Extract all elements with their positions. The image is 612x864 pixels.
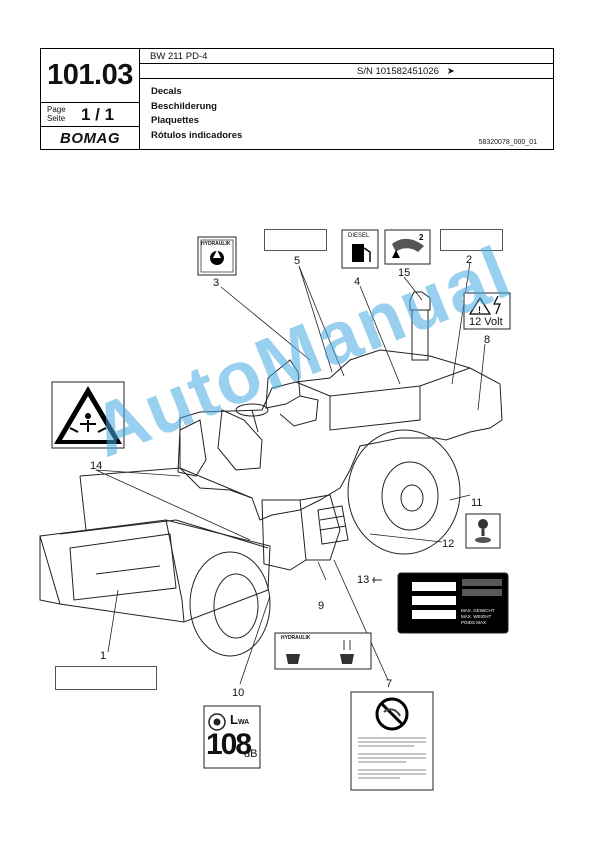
rivet-icon <box>372 577 382 583</box>
diesel-decal-label: DIESEL <box>348 233 370 239</box>
sound-power-level-decal <box>203 705 261 769</box>
page-label-en: Page <box>47 105 66 114</box>
header-block: 101.03 Page Seite 1 / 1 BOMAG BW 211 PD-… <box>40 48 554 150</box>
callout-9: 9 <box>318 600 325 612</box>
title-fr: Plaquettes <box>151 115 200 126</box>
pinch-hazard-decal: 2 <box>384 229 431 265</box>
diesel-fuel-decal <box>341 229 379 269</box>
callout-5: 5 <box>294 255 301 267</box>
callout-13: 13 <box>357 574 370 586</box>
callout-14: 14 <box>90 460 103 472</box>
page-value: 1 / 1 <box>81 105 115 124</box>
lifting-point-decal <box>465 513 501 549</box>
section-number: 101.03 <box>41 49 140 103</box>
callout-1: 1 <box>100 650 107 662</box>
title-es: Rótulos indicadores <box>151 129 243 141</box>
svg-text:!: ! <box>478 305 481 315</box>
svg-text:2: 2 <box>419 233 424 242</box>
steering-wheel <box>235 403 269 417</box>
hydraulic-filling-level-decal <box>274 632 372 670</box>
callout-4: 4 <box>354 276 361 288</box>
blank-decal-box-2 <box>440 229 503 251</box>
sound-decal-l: LWA <box>230 712 250 727</box>
page-label: Page Seite <box>47 105 66 123</box>
volt-decal-label: 12 Volt <box>469 316 503 328</box>
hood-line <box>295 367 471 397</box>
serial-text: S/N 101582451026 <box>357 66 439 77</box>
plate-weight-labels: MAX. GEWICHT MAX. WEIGHT POIDS MAX. <box>461 608 495 625</box>
page-indicator: Page Seite 1 / 1 <box>41 103 140 127</box>
battery-warning-decal: ! <box>463 292 511 330</box>
callout-8: 8 <box>484 334 491 346</box>
page-label-de: Seite <box>47 114 66 123</box>
front-drum <box>189 551 271 657</box>
hydraulic-decal-label: HYDRAULIK <box>201 241 231 247</box>
rear-tire <box>347 429 461 555</box>
hydraulic-level-label: HYDRAULIK <box>281 635 311 641</box>
callout-2: 2 <box>466 254 473 266</box>
front-drum-frame <box>39 519 271 623</box>
danger-zone-warning-decal <box>51 381 125 449</box>
callout-12: 12 <box>442 538 455 550</box>
blank-decal-box-3 <box>55 666 157 690</box>
callout-7: 7 <box>386 678 393 690</box>
callout-11: 11 <box>471 497 483 509</box>
model-name: BW 211 PD-4 <box>140 49 553 64</box>
callout-15: 15 <box>398 267 411 279</box>
bomag-logo: BOMAG <box>41 127 140 150</box>
machine-identification-plate <box>397 572 509 634</box>
serial-arrow-icon: ➤ <box>446 66 455 77</box>
sound-decal-value: 108 <box>206 728 252 761</box>
title-de: Beschilderung <box>151 100 217 112</box>
document-code: 58320078_000_01 <box>478 139 537 146</box>
callout-10: 10 <box>232 687 245 699</box>
safety-instruction-decal <box>350 691 434 791</box>
callout-3: 3 <box>213 277 220 289</box>
blank-decal-box-1 <box>264 229 327 251</box>
sound-decal-unit: dB <box>244 748 258 760</box>
title-en: Decals <box>151 86 182 97</box>
section-titles: Decals Beschilderung Plaquettes Rótulos … <box>151 85 242 143</box>
machine-body <box>179 349 503 521</box>
serial-number: S/N 101582451026 ➤ <box>140 64 553 79</box>
hydraulic-oil-decal <box>197 236 237 276</box>
